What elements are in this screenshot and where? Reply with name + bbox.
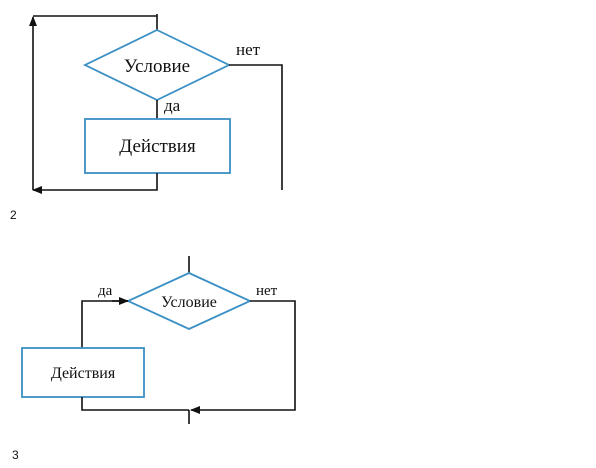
fig3-action-box bbox=[21, 347, 145, 398]
fig3-yes-branch-line bbox=[81, 300, 128, 348]
fig3-yes-label: да bbox=[98, 283, 113, 299]
fig3-no-branch-line bbox=[190, 300, 296, 414]
fig3-condition-label: Условие bbox=[161, 294, 217, 311]
fig2-no-label: нет bbox=[236, 40, 261, 59]
fig3-no-label: нет bbox=[256, 283, 278, 299]
figure-3: Условие да Действия нет 3 bbox=[12, 256, 296, 462]
fig3-action-to-merge-line bbox=[81, 397, 189, 411]
fig3-action-label: Действия bbox=[51, 365, 116, 382]
figure-2: Условие нет да Действия 2 bbox=[10, 14, 283, 222]
fig2-action-box bbox=[84, 118, 231, 174]
fig2-condition-label: Условие bbox=[124, 56, 190, 77]
fig2-loop-back-bottom bbox=[32, 173, 158, 194]
fig2-yes-label: да bbox=[164, 96, 181, 115]
fig2-caption-number: 2 bbox=[10, 208, 17, 222]
fig3-condition-diamond bbox=[125, 272, 253, 330]
fig2-action-label: Действия bbox=[119, 136, 196, 157]
fig2-no-branch-line bbox=[229, 64, 283, 190]
fig3-caption-number: 3 bbox=[12, 448, 19, 462]
